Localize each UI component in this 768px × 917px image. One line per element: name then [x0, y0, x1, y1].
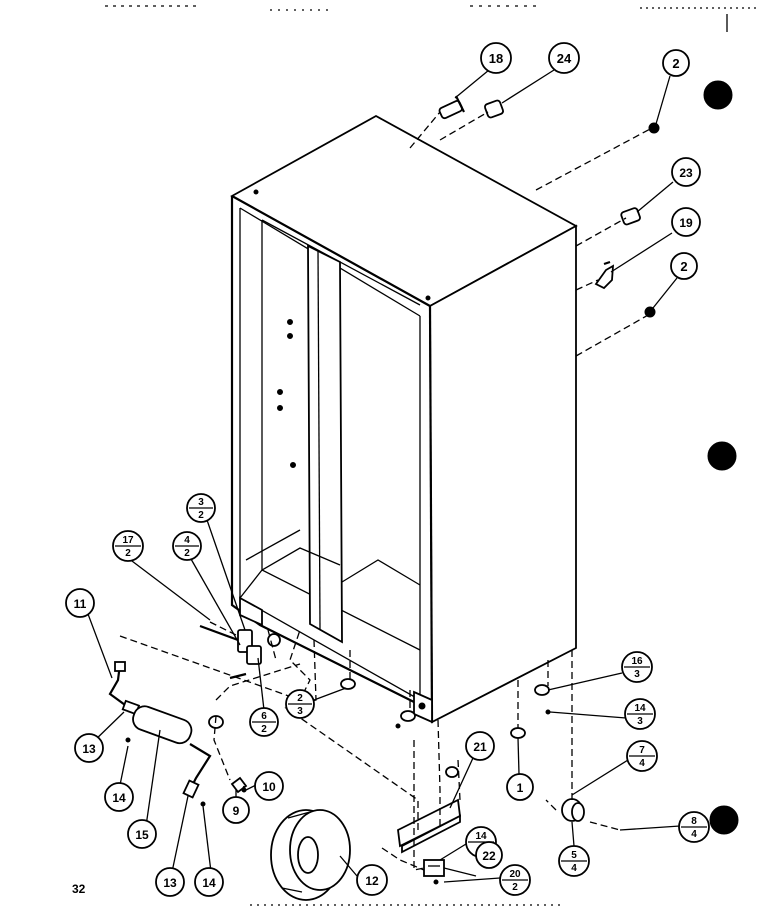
callout-14-bottom: 14 — [194, 867, 224, 897]
svg-text:12: 12 — [365, 874, 379, 888]
page-number: 32 — [72, 882, 86, 896]
callout-9: 9 — [222, 796, 250, 824]
svg-text:14: 14 — [475, 831, 487, 842]
svg-text:9: 9 — [233, 804, 240, 818]
callout-11: 11 — [65, 588, 95, 618]
svg-text:2: 2 — [198, 510, 204, 521]
callout-2-side: 2 — [670, 252, 698, 280]
svg-text:14: 14 — [634, 703, 646, 714]
part-2-plug-side — [644, 306, 656, 318]
svg-text:7: 7 — [639, 745, 645, 756]
svg-text:14: 14 — [202, 876, 216, 890]
svg-text:20: 20 — [509, 869, 521, 880]
svg-text:22: 22 — [482, 849, 496, 863]
callout-10: 10 — [254, 771, 284, 801]
callout-19: 19 — [671, 207, 701, 237]
part-19-bracket — [594, 260, 615, 290]
callout-13-bottom: 13 — [155, 867, 185, 897]
callout-3-over-2: 32 — [186, 493, 216, 523]
svg-text:4: 4 — [184, 535, 190, 546]
part-18-fitting — [438, 95, 465, 120]
part-8-cup — [561, 798, 585, 822]
svg-text:13: 13 — [163, 876, 177, 890]
callout-23: 23 — [671, 157, 701, 187]
svg-text:6: 6 — [261, 711, 267, 722]
callouts: 18 24 2 23 19 2 32 42 172 11 62 23 163 1… — [65, 42, 710, 897]
svg-text:2: 2 — [125, 548, 131, 559]
callout-7-over-4: 74 — [626, 740, 658, 772]
bottom-bracket-left — [239, 596, 263, 627]
svg-text:14: 14 — [112, 791, 126, 805]
svg-text:3: 3 — [297, 706, 303, 717]
callout-16-over-3: 163 — [621, 651, 653, 683]
callout-24: 24 — [548, 42, 580, 74]
cabinet-inner-frame — [239, 208, 421, 702]
binder-holes — [703, 80, 739, 835]
svg-text:2: 2 — [261, 724, 267, 735]
part-24-nut — [484, 99, 504, 119]
svg-text:21: 21 — [473, 740, 487, 754]
callout-5-over-4: 54 — [558, 845, 590, 877]
svg-text:10: 10 — [262, 780, 276, 794]
svg-text:4: 4 — [639, 758, 645, 769]
svg-text:18: 18 — [489, 51, 503, 66]
part-2-plug-top — [648, 122, 660, 134]
svg-text:15: 15 — [135, 828, 149, 842]
refrigerator-cabinet — [230, 114, 578, 724]
svg-text:1: 1 — [517, 781, 524, 795]
part-22-bracket — [423, 859, 445, 885]
svg-text:3: 3 — [634, 669, 640, 680]
binder-hole-top — [703, 80, 733, 110]
svg-text:3: 3 — [637, 716, 643, 727]
callout-6-over-2: 62 — [249, 707, 279, 737]
callout-14-over-3: 143 — [624, 698, 656, 730]
part-15-tube — [132, 705, 193, 745]
svg-text:13: 13 — [82, 742, 96, 756]
part-23-grommet — [620, 207, 641, 226]
hardware-parts — [108, 95, 660, 901]
callout-2-top: 2 — [662, 49, 690, 77]
svg-text:2: 2 — [672, 56, 679, 71]
leveling-feet — [208, 678, 551, 778]
callout-12: 12 — [356, 864, 388, 896]
callout-13-left: 13 — [74, 733, 104, 763]
callout-21: 21 — [465, 731, 495, 761]
svg-text:2: 2 — [297, 693, 303, 704]
callout-18: 18 — [480, 42, 512, 74]
center-mullion — [307, 244, 343, 644]
drain-tube-assembly — [108, 661, 212, 807]
cabinet-side-face — [429, 224, 577, 724]
callout-4-over-2: 42 — [172, 531, 202, 561]
svg-text:24: 24 — [557, 51, 572, 66]
svg-text:2: 2 — [512, 882, 518, 893]
part-12-grommet — [270, 809, 351, 901]
svg-text:11: 11 — [74, 597, 87, 611]
svg-text:2: 2 — [184, 548, 190, 559]
binder-hole-middle — [707, 441, 737, 471]
svg-text:19: 19 — [679, 216, 693, 230]
callout-14-left: 14 — [104, 782, 134, 812]
callout-22: 22 — [475, 841, 503, 869]
svg-text:17: 17 — [122, 535, 134, 546]
svg-text:4: 4 — [691, 829, 697, 840]
svg-text:4: 4 — [571, 863, 577, 874]
callout-2-over-3: 23 — [285, 689, 315, 719]
svg-text:2: 2 — [680, 259, 687, 274]
scan-noise — [105, 5, 760, 906]
callout-8-over-4: 84 — [678, 811, 710, 843]
callout-20-over-2: 202 — [499, 864, 531, 896]
callout-1: 1 — [506, 773, 534, 801]
svg-text:8: 8 — [691, 816, 697, 827]
callout-17-over-2: 172 — [112, 530, 144, 562]
binder-hole-bottom — [709, 805, 739, 835]
callout-15: 15 — [127, 819, 157, 849]
svg-text:3: 3 — [198, 497, 204, 508]
svg-text:23: 23 — [679, 166, 693, 180]
left-hinge-assembly — [199, 624, 281, 680]
shelf-pin-holes — [253, 189, 431, 468]
svg-text:16: 16 — [631, 656, 643, 667]
svg-text:5: 5 — [571, 850, 577, 861]
